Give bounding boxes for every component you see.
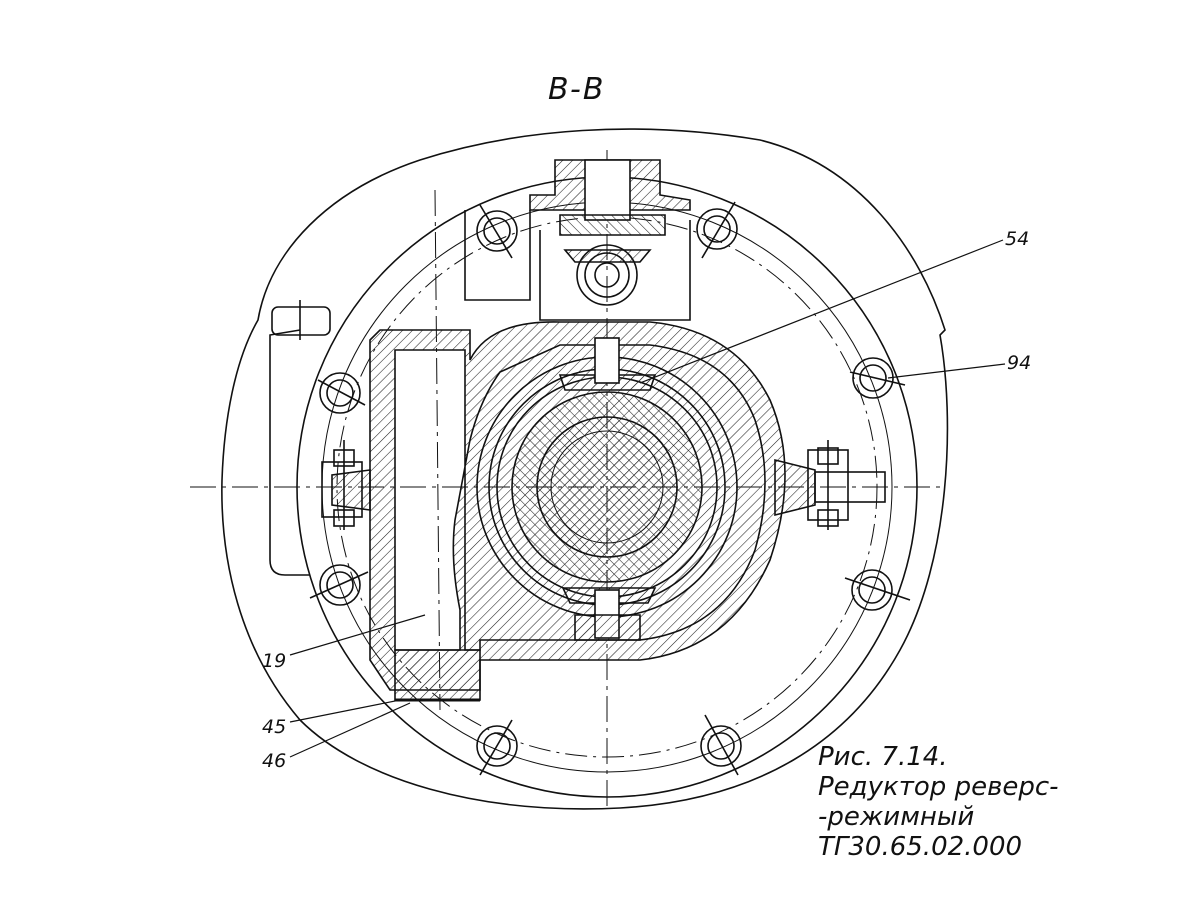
bolt-top-right — [696, 201, 738, 259]
leader-54 — [639, 239, 1004, 384]
caption-drawing-code: ТГ30.65.02.000 — [818, 832, 1023, 862]
caption-figure-number: Рис. 7.14. — [818, 742, 948, 772]
leader-19 — [289, 614, 426, 656]
bolt-left-upper — [317, 372, 366, 414]
section-label: B-B — [548, 72, 606, 107]
callout-94: 94 — [1007, 352, 1032, 374]
caption-title-part2: -режимный — [818, 802, 975, 832]
caption-title-part1: Редуктор реверс- — [818, 772, 1059, 802]
leader-94 — [887, 363, 1006, 379]
shaft — [536, 416, 678, 558]
bolt-top-left — [476, 204, 518, 259]
callout-54: 54 — [1005, 228, 1030, 250]
leader-45 — [289, 699, 401, 723]
casting-outline — [221, 128, 949, 810]
leader-46 — [289, 702, 411, 758]
callout-19: 19 — [262, 650, 287, 672]
callout-46: 46 — [262, 750, 287, 772]
bolt-right-lower — [844, 569, 911, 611]
bolt-left-lower — [309, 564, 369, 606]
bolt-bottom-right — [700, 714, 742, 776]
callout-45: 45 — [262, 716, 287, 738]
bolt-bottom-left — [476, 719, 518, 776]
